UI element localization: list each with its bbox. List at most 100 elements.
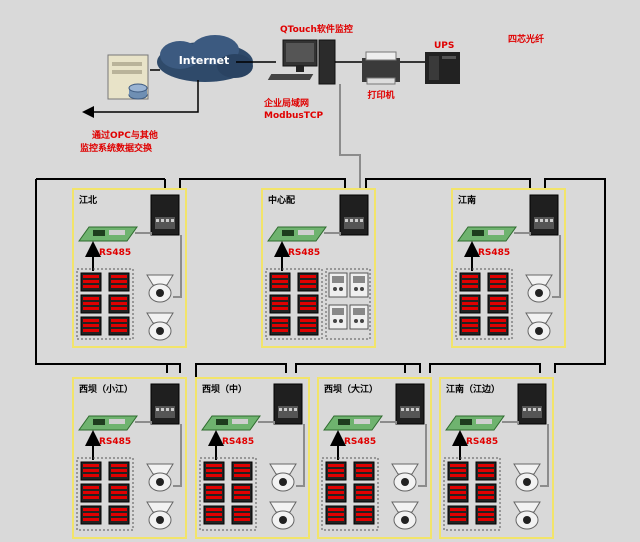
station: 西坝（大江） RS485 <box>317 377 432 539</box>
opc-arrow <box>82 80 199 118</box>
power-meter-icon <box>108 272 130 292</box>
camera-icon <box>513 463 541 492</box>
station: 中心配 RS485 <box>261 188 376 348</box>
camera-link <box>173 235 182 298</box>
power-meter-icon <box>353 461 375 481</box>
meter-group <box>455 268 513 340</box>
power-meter-icon <box>475 505 497 525</box>
station-name: 西坝（中） <box>202 383 247 395</box>
rs485-label: RS485 <box>344 437 376 447</box>
switch-icon <box>150 383 180 425</box>
opc-label-2: 监控系统数据交换 <box>80 142 153 154</box>
camera-icon <box>525 274 553 303</box>
power-meter-icon <box>459 294 481 314</box>
qtouch-label: QTouch软件监控 <box>280 23 353 35</box>
station: 西坝（中）RS485 <box>195 377 310 539</box>
gateway-board-icon <box>201 415 261 431</box>
power-meter-icon <box>487 316 509 336</box>
power-meter-icon <box>447 483 469 503</box>
power-meter-icon <box>80 461 102 481</box>
board-switch-link <box>135 232 152 235</box>
station: 江北 RS485 <box>72 188 187 348</box>
camera-icon <box>146 274 174 303</box>
power-meter-icon <box>108 483 130 503</box>
camera-link <box>540 424 549 487</box>
power-meter-icon <box>231 461 253 481</box>
lan-link <box>339 84 361 197</box>
switch-icon <box>150 194 180 236</box>
power-meter-icon <box>325 505 347 525</box>
power-meter-icon <box>269 294 291 314</box>
panel-group <box>325 268 371 340</box>
switch-icon <box>517 383 547 425</box>
power-meter-icon <box>325 461 347 481</box>
station: 江南（江边）RS485 <box>439 377 554 539</box>
control-panel-icon <box>349 304 369 330</box>
camera-icon <box>269 463 297 492</box>
board-switch-link <box>380 421 397 424</box>
meter-group <box>76 457 134 531</box>
station-name: 西坝（大江） <box>324 383 378 395</box>
power-meter-icon <box>447 461 469 481</box>
power-meter-icon <box>297 272 319 292</box>
power-meter-icon <box>80 483 102 503</box>
lan-label-2: ModbusTCP <box>264 111 324 121</box>
camera-icon <box>513 501 541 530</box>
power-meter-icon <box>231 483 253 503</box>
board-switch-link <box>135 421 152 424</box>
camera-icon <box>269 501 297 530</box>
camera-icon <box>525 312 553 341</box>
meter-group <box>265 268 323 340</box>
switch-icon <box>529 194 559 236</box>
meter-group <box>76 268 134 340</box>
power-meter-icon <box>297 294 319 314</box>
internet-cloud-icon: Internet <box>157 35 253 82</box>
meter-group <box>199 457 257 531</box>
lan-label-1: 企业局域网 <box>263 97 309 109</box>
power-meter-icon <box>353 483 375 503</box>
station-name: 中心配 <box>268 194 295 206</box>
power-meter-icon <box>80 294 102 314</box>
opc-label-1: 通过OPC与其他 <box>92 129 158 141</box>
camera-link <box>173 424 182 487</box>
rs485-label: RS485 <box>99 248 131 258</box>
power-meter-icon <box>80 272 102 292</box>
switch-icon <box>339 194 369 236</box>
ups-label: UPS <box>434 41 454 51</box>
power-meter-icon <box>297 316 319 336</box>
camera-icon <box>146 501 174 530</box>
power-meter-icon <box>108 461 130 481</box>
camera-icon <box>391 501 419 530</box>
gateway-board-icon <box>267 226 327 242</box>
power-meter-icon <box>80 505 102 525</box>
gateway-board-icon <box>323 415 383 431</box>
rs485-label: RS485 <box>288 248 320 258</box>
station-name: 西坝（小江） <box>79 383 133 395</box>
control-panel-icon <box>328 304 348 330</box>
power-meter-icon <box>487 272 509 292</box>
station-name: 江北 <box>79 194 97 206</box>
workstation-icon <box>267 39 336 85</box>
camera-link <box>296 424 305 487</box>
top-section: Internet 通过OPC与其他 监控系统数据交换 QTouch软件监控 打印… <box>80 23 544 197</box>
board-switch-link <box>258 421 275 424</box>
power-meter-icon <box>108 316 130 336</box>
power-meter-icon <box>108 505 130 525</box>
gateway-board-icon <box>457 226 517 242</box>
meter-group <box>443 457 501 531</box>
rs485-label: RS485 <box>478 248 510 258</box>
power-meter-icon <box>459 316 481 336</box>
station: 西坝（小江） RS485 <box>72 377 187 539</box>
fiber-label: 四芯光纤 <box>508 33 544 45</box>
control-panel-icon <box>349 272 369 298</box>
stations: 江北RS485中心配RS485江南RS485西坝（小江）RS485西坝（中）RS… <box>72 188 566 539</box>
power-meter-icon <box>203 483 225 503</box>
server-icon <box>107 54 149 100</box>
meter-group <box>321 457 379 531</box>
printer-icon <box>362 51 400 85</box>
printer-label: 打印机 <box>367 89 394 101</box>
rs485-label: RS485 <box>99 437 131 447</box>
switch-icon <box>395 383 425 425</box>
